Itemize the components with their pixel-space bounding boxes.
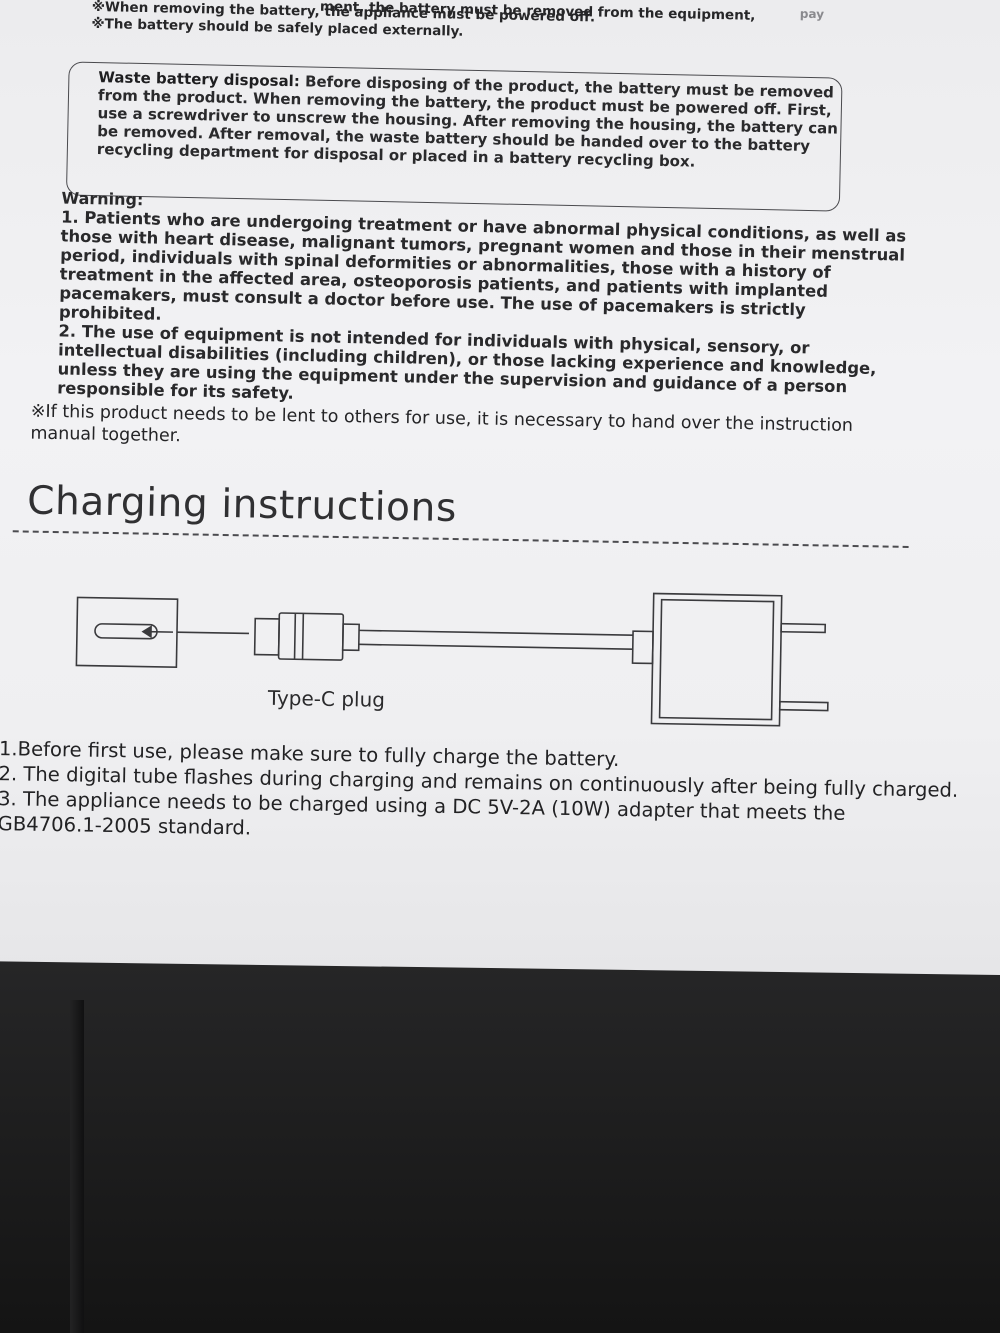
power-adapter-icon xyxy=(631,592,829,727)
charging-section: ※If this product needs to be lent to oth… xyxy=(0,0,1000,840)
charging-steps: 1.Before first use, please make sure to … xyxy=(0,736,989,853)
surface-edge xyxy=(70,1000,84,1333)
device-port-icon xyxy=(75,596,179,668)
type-c-plug-icon xyxy=(253,612,360,661)
charging-cable xyxy=(358,629,634,650)
charging-heading: Charging instructions xyxy=(26,478,458,532)
dark-surface-background xyxy=(0,960,1000,1333)
partial-top-fragment: pay xyxy=(799,6,825,22)
charging-diagram xyxy=(75,592,829,727)
warning-block: Warning: 1. Patients who are undergoing … xyxy=(57,188,908,416)
instruction-sheet: ment, the battery must be removed from t… xyxy=(0,0,1000,975)
section-divider xyxy=(12,530,909,548)
cable-short xyxy=(176,631,249,635)
warning-item-1: 1. Patients who are undergoing treatment… xyxy=(58,207,907,324)
disposal-text: Waste battery disposal: Before disposing… xyxy=(97,68,845,174)
type-c-plug-label: Type-C plug xyxy=(267,685,386,712)
upper-section: ment, the battery must be removed from t… xyxy=(0,0,1000,212)
